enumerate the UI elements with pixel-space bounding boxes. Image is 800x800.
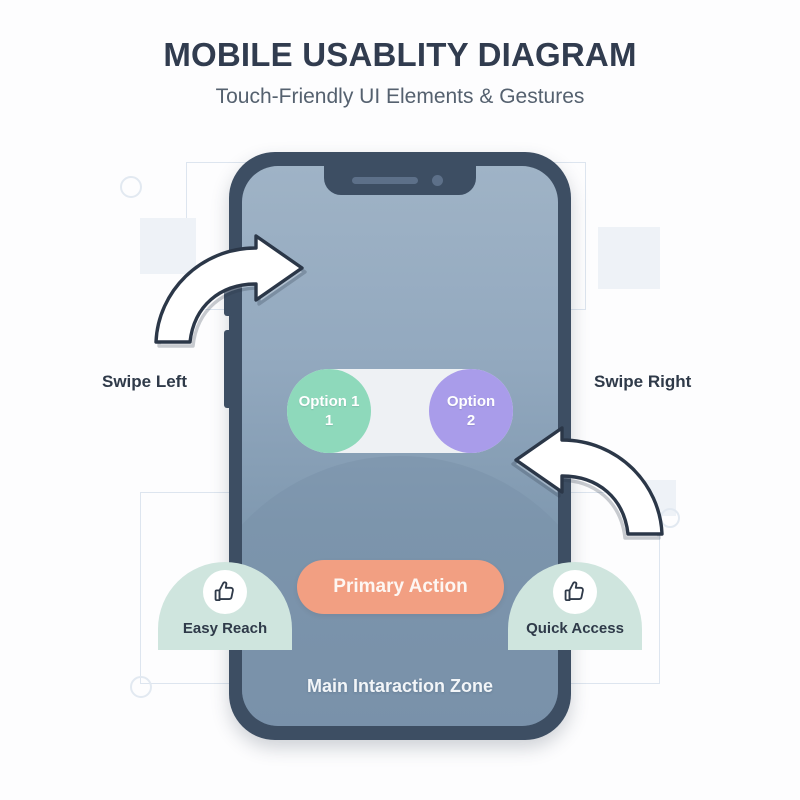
page-subtitle: Touch-Friendly UI Elements & Gestures (215, 85, 585, 108)
phone-power-button[interactable] (224, 330, 231, 408)
segmented-control[interactable]: Option 1 1 Option 2 (287, 369, 513, 453)
deco-circle-bottom-left (130, 676, 152, 698)
thumbs-up-icon-right (553, 570, 597, 614)
curved-arrow-right-icon (154, 234, 307, 348)
segment-option-1-line2: 1 (324, 412, 334, 429)
speaker-grille-icon (352, 177, 418, 184)
phone-notch (324, 166, 476, 195)
deco-circle-top-left (120, 176, 142, 198)
front-camera-dot-icon (432, 175, 443, 186)
segment-option-1[interactable]: Option 1 1 (287, 369, 371, 453)
easy-reach-label: Easy Reach (182, 620, 268, 637)
segment-option-2-line2: 2 (466, 412, 476, 429)
segment-option-2[interactable]: Option 2 (429, 369, 513, 453)
deco-square-right (598, 227, 660, 289)
primary-action-button[interactable]: Primary Action (297, 560, 504, 614)
curved-arrow-left-icon (511, 426, 664, 540)
segment-option-2-line1: Option (446, 392, 496, 410)
segment-option-1-line1: Option 1 (298, 392, 360, 410)
phone-screen: Option 1 1 Option 2 Primary Action Main … (242, 166, 558, 726)
thumbs-up-icon-left (203, 570, 247, 614)
quick-access-label: Quick Access (526, 620, 624, 637)
primary-action-label: Primary Action (333, 576, 468, 597)
phone-volume-button[interactable] (224, 282, 231, 316)
interaction-zone-caption: Main Intaraction Zone (306, 676, 493, 696)
swipe-left-label: Swipe Left (102, 372, 188, 391)
page-title: MOBILE USABLITY DIAGRAM (163, 36, 637, 73)
deco-square-left (140, 218, 196, 274)
swipe-right-label: Swipe Right (594, 372, 692, 391)
